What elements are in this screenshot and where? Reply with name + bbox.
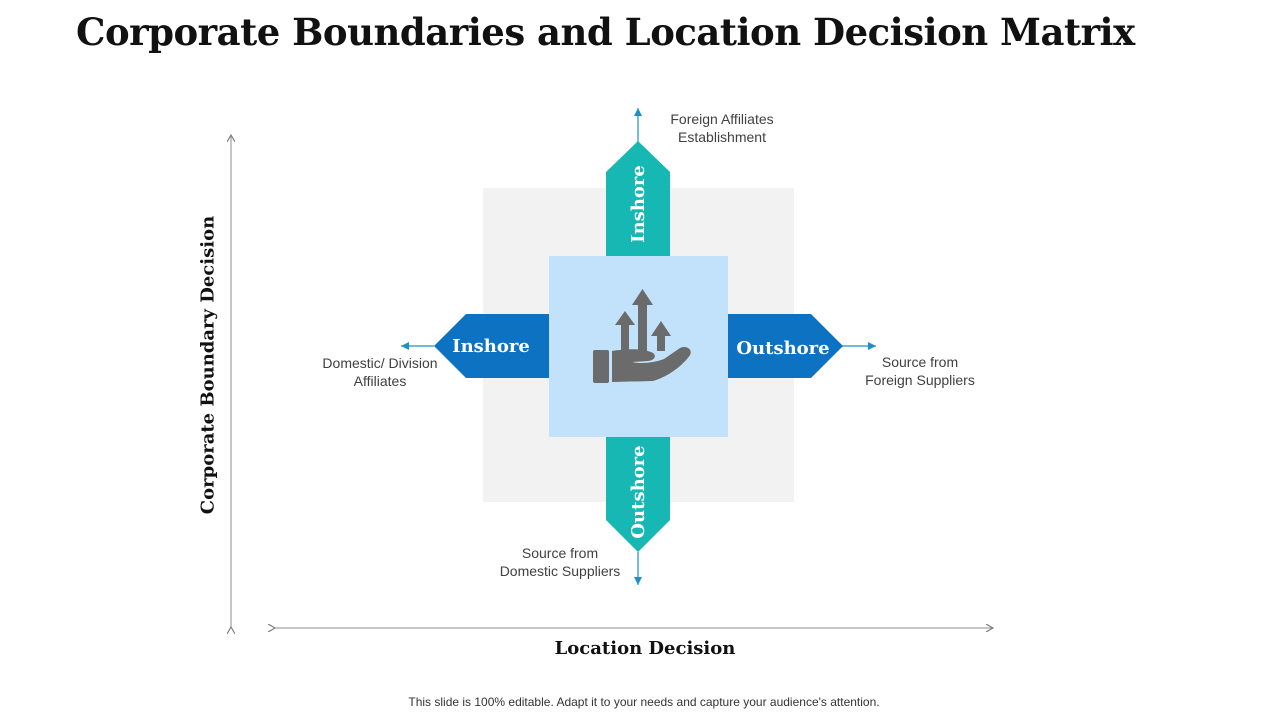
right-arrow-outshore	[728, 314, 843, 378]
bottom-arrow-outshore	[606, 436, 670, 552]
bottom-arrow-label: Outshore	[628, 445, 649, 538]
left-arrow-label: Inshore	[452, 336, 530, 357]
outcome-left-label: Domestic/ Division Affiliates	[305, 354, 455, 390]
left-arrow-inshore	[434, 314, 549, 378]
outcome-right-line-1: Source from	[881, 354, 959, 370]
outcome-left-line-2: Affiliates	[353, 373, 407, 389]
page-title: Corporate Boundaries and Location Decisi…	[76, 10, 1135, 54]
top-arrow-label: Inshore	[628, 165, 649, 243]
outcome-right-label: Source from Foreign Suppliers	[850, 353, 990, 389]
y-axis-label: Corporate Boundary Decision	[197, 215, 219, 515]
outcome-top-line-1: Foreign Affiliates	[670, 111, 774, 127]
outcome-bottom-line-1: Source from	[521, 545, 599, 561]
outcome-bottom-label: Source from Domestic Suppliers	[485, 544, 635, 580]
outcome-right-line-2: Foreign Suppliers	[865, 372, 975, 388]
footer-note: This slide is 100% editable. Adapt it to…	[408, 695, 880, 709]
outcome-top-label: Foreign Affiliates Establishment	[652, 110, 792, 146]
outcome-top-line-2: Establishment	[678, 129, 766, 145]
outcome-bottom-line-2: Domestic Suppliers	[499, 563, 621, 579]
hand-growth-arrows-icon	[593, 289, 691, 383]
top-arrow-inshore	[606, 141, 670, 256]
outcome-left-line-1: Domestic/ Division	[322, 355, 438, 371]
x-axis-label: Location Decision	[554, 638, 736, 659]
right-arrow-label: Outshore	[736, 338, 829, 359]
